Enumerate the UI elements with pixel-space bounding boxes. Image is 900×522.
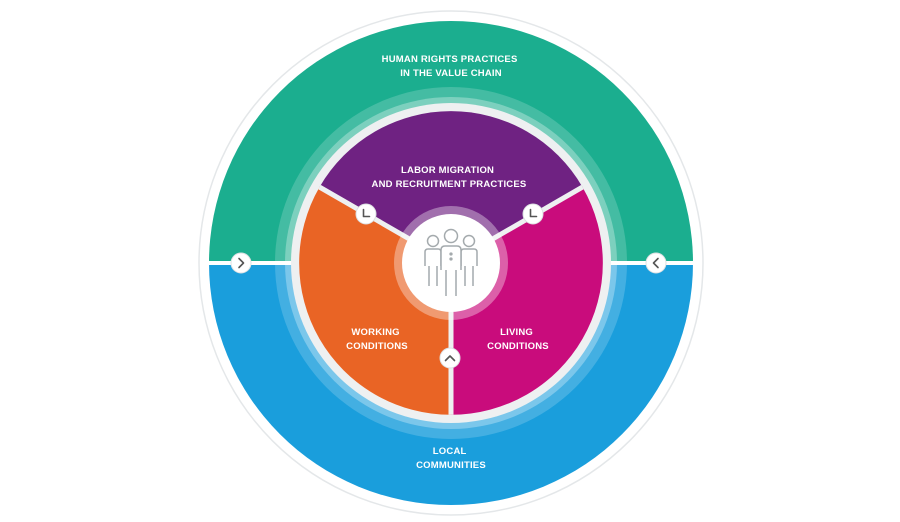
chevron-up-icon	[444, 355, 456, 362]
label-labor-migration: LABOR MIGRATION AND RECRUITMENT PRACTICE…	[372, 165, 527, 190]
people-group-icon	[424, 228, 478, 296]
nav-prev-button[interactable]	[645, 252, 667, 274]
label-local-communities-line1: LOCAL	[433, 446, 467, 457]
label-human-rights-line2: IN THE VALUE CHAIN	[400, 68, 502, 79]
inner-nav-bottom-button[interactable]	[439, 347, 461, 369]
chevron-down-left-icon	[362, 208, 371, 218]
chevron-down-right-icon	[529, 208, 538, 218]
label-working-conditions: WORKING CONDITIONS	[346, 327, 408, 352]
label-labor-migration-line1: LABOR MIGRATION	[401, 165, 494, 176]
label-living-conditions: LIVING CONDITIONS	[487, 327, 549, 352]
chevron-right-icon	[238, 257, 245, 269]
label-local-communities-line2: COMMUNITIES	[416, 460, 486, 471]
label-local-communities: LOCAL COMMUNITIES	[416, 446, 486, 471]
inner-pie	[299, 111, 603, 415]
label-labor-migration-line2: AND RECRUITMENT PRACTICES	[372, 179, 527, 190]
label-living-conditions-line1: LIVING	[500, 327, 533, 338]
label-human-rights-line1: HUMAN RIGHTS PRACTICES	[382, 54, 518, 65]
inner-nav-top-right-button[interactable]	[522, 203, 544, 225]
chevron-left-icon	[652, 257, 659, 269]
inner-nav-top-left-button[interactable]	[355, 203, 377, 225]
label-working-conditions-line1: WORKING	[351, 327, 399, 338]
nav-next-button[interactable]	[230, 252, 252, 274]
label-human-rights: HUMAN RIGHTS PRACTICES IN THE VALUE CHAI…	[382, 54, 521, 79]
label-living-conditions-line2: CONDITIONS	[487, 341, 549, 352]
label-working-conditions-line2: CONDITIONS	[346, 341, 408, 352]
